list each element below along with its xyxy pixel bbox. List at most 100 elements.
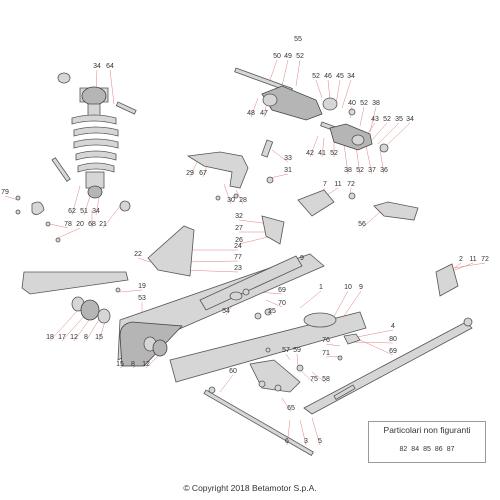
leader-line <box>309 135 319 158</box>
callout-label: 37 <box>368 167 376 174</box>
leader-line <box>355 145 361 175</box>
callout-label: 68 <box>88 221 96 228</box>
chain-slider <box>21 225 195 295</box>
leader-line <box>311 417 321 446</box>
legend-part-number: 82 <box>399 446 408 453</box>
callout-label: 9 <box>359 284 363 291</box>
callout-label: 52 <box>312 73 320 80</box>
callout-label: 30 <box>227 197 235 204</box>
leader-line <box>137 257 151 263</box>
callout-label: 79 <box>1 189 9 196</box>
callout-label: 43 <box>371 116 379 123</box>
callout-label: 57 <box>282 347 290 354</box>
callout-label: 58 <box>322 376 330 383</box>
callout-label: 52 <box>360 100 368 107</box>
leader-line <box>238 235 273 245</box>
callout-label: 25 <box>268 308 276 315</box>
leader-line <box>359 106 365 127</box>
leader-line <box>189 159 199 178</box>
callout-label: 19 <box>138 283 146 290</box>
callout-label: 52 <box>296 53 304 60</box>
callout-label: 34 <box>406 116 414 123</box>
leader-line <box>321 137 325 158</box>
bolt-and-clip-group <box>15 195 61 243</box>
leader-line <box>377 122 400 145</box>
callout-label: 15 <box>95 334 103 341</box>
callout-label: 33 <box>284 155 292 162</box>
callout-label: 52 <box>356 167 364 174</box>
leader-line <box>371 122 388 141</box>
callout-label: 65 <box>287 405 295 412</box>
chain-adjuster-parts <box>265 263 459 372</box>
callout-label: 80 <box>389 336 397 343</box>
callout-label: 21 <box>99 221 107 228</box>
callout-label: 35 <box>395 116 403 123</box>
callout-label: 18 <box>46 334 54 341</box>
callout-label: 34 <box>92 208 100 215</box>
callout-label: 24 <box>234 243 242 250</box>
leader-line <box>285 353 291 361</box>
leader-line <box>95 69 98 91</box>
leader-line <box>269 59 278 81</box>
callout-label: 38 <box>344 167 352 174</box>
leader-line <box>4 195 19 201</box>
callout-label: 11 <box>334 181 341 188</box>
callout-label: 69 <box>278 287 286 294</box>
callout-label: 17 <box>58 334 66 341</box>
leader-line <box>299 290 322 309</box>
callout-label: 15 <box>116 361 124 368</box>
callout-label: 31 <box>284 167 292 174</box>
callout-label: 67 <box>199 170 207 177</box>
copyright-notice: © Copyright 2018 Betamotor S.p.A. <box>183 483 317 493</box>
callout-label: 34 <box>347 73 355 80</box>
leader-line <box>299 419 307 446</box>
leader-line <box>181 269 239 273</box>
callout-label: 12 <box>70 334 78 341</box>
legend-part-number: 85 <box>423 446 431 453</box>
leader-line <box>85 317 101 342</box>
leader-line <box>341 79 352 109</box>
pivot-bushings <box>71 287 168 357</box>
callout-label: 75 <box>310 376 318 383</box>
callout-label: 41 <box>318 150 326 157</box>
leader-line <box>269 173 289 179</box>
callout-label: 26 <box>235 237 243 244</box>
callout-label: 77 <box>234 254 242 261</box>
callout-label: 60 <box>229 368 237 375</box>
leader-line <box>335 79 341 105</box>
legend-part-number: 86 <box>434 446 443 453</box>
chain-guide-bracket <box>261 189 419 245</box>
callout-label: 72 <box>481 256 489 263</box>
callout-label: 40 <box>348 100 356 107</box>
kickstand <box>303 317 473 415</box>
callout-label: 51 <box>80 208 88 215</box>
leader-line <box>453 262 486 269</box>
callout-label: 2 <box>459 256 463 263</box>
callout-label: 69 <box>389 348 397 355</box>
leader-line <box>359 339 394 356</box>
rear-axle <box>203 386 314 457</box>
callout-label: 10 <box>344 284 352 291</box>
leader-line <box>281 59 289 87</box>
callout-label: 9 <box>300 255 304 262</box>
leader-line <box>57 227 81 239</box>
callout-label: 38 <box>372 100 380 107</box>
callout-label: 62 <box>68 208 76 215</box>
leader-line <box>109 69 115 105</box>
callout-label: 6 <box>285 438 289 445</box>
callout-label: 50 <box>273 53 281 60</box>
leader-line <box>383 122 411 149</box>
callout-label: 36 <box>380 167 388 174</box>
linkage-rocker-assembly <box>186 67 389 201</box>
callout-label: 8 <box>131 361 135 368</box>
callout-label: 47 <box>260 110 268 117</box>
callout-label: 7 <box>323 181 327 188</box>
leader-line <box>327 79 331 101</box>
leader-line <box>49 309 79 342</box>
callout-label: 34 <box>93 63 101 70</box>
callout-label: 70 <box>278 300 286 307</box>
leader-line <box>351 329 394 339</box>
legend-title: Particolari non figuranti <box>383 425 471 435</box>
